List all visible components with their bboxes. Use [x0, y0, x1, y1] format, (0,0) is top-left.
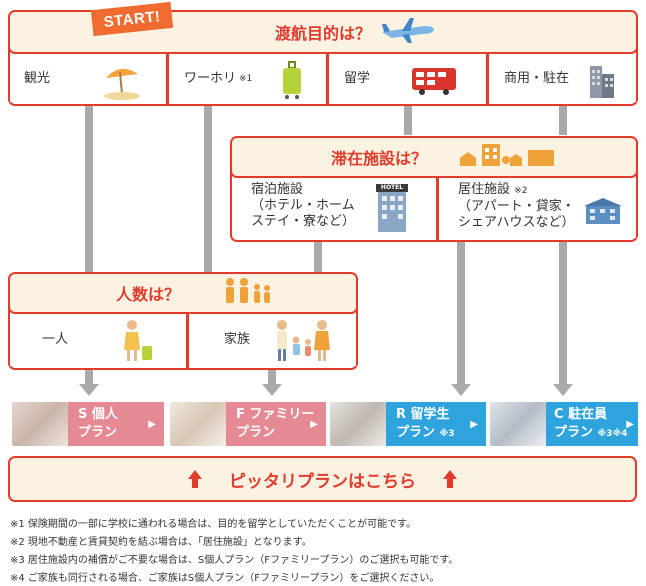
- plan-f-photo: [170, 402, 226, 446]
- airplane-icon: [382, 18, 434, 43]
- plan-f-line2: プラン: [236, 425, 276, 440]
- houses-icon: [460, 144, 554, 166]
- people-title: 人数は？: [115, 285, 180, 304]
- footnote-3: ※3 居住施設内の補償がご不要な場合は、S個人プラン（Fファミリープラン）のご選…: [10, 555, 459, 566]
- option-sightseeing[interactable]: 観光: [10, 56, 165, 102]
- hotel-line-1: 宿泊施設: [251, 182, 304, 197]
- plan-r-line1: R 留学生: [396, 407, 450, 422]
- residence-note: ※2: [514, 186, 528, 196]
- option-working-holiday-label: ワーホリ: [184, 71, 237, 86]
- plan-c-line1: C 駐在員: [554, 407, 608, 422]
- stay-header: 滞在施設は？: [230, 136, 638, 178]
- option-sightseeing-label: 観光: [24, 71, 51, 86]
- play-arrow-icon: ▶: [626, 419, 634, 430]
- hotel-building-icon: HOTEL: [376, 184, 408, 232]
- suitcase-icon: [283, 61, 301, 99]
- hotel-line-3: ステイ・寮など）: [251, 214, 356, 229]
- residence-line-2: （アパート・貸家・: [458, 199, 575, 214]
- plan-r-line2: プラン: [396, 425, 436, 440]
- plan-f-tag: F ファミリー プラン ▶: [226, 402, 326, 446]
- banner-text: ピッタリプランはこちら: [229, 471, 416, 492]
- option-single[interactable]: 一人: [10, 314, 185, 366]
- residence-line-3: シェアハウスなど）: [458, 215, 575, 230]
- apartment-icon: [584, 198, 622, 224]
- plan-r-note: ※3: [439, 429, 455, 439]
- plan-s-photo: [12, 402, 68, 446]
- footnote-2: ※2 現地不動産と賃貸契約を結ぶ場合は、「居住施設」となります。: [10, 537, 312, 548]
- plan-c-expat[interactable]: C 駐在員 プラン ※3※4 ▶: [490, 402, 638, 446]
- play-arrow-icon: ▶: [148, 419, 156, 430]
- play-arrow-icon: ▶: [470, 419, 478, 430]
- office-building-icon: [590, 66, 614, 98]
- plan-c-tag: C 駐在員 プラン ※3※4 ▶: [546, 402, 638, 446]
- plan-s-line1: S 個人: [78, 407, 118, 422]
- residence-line-1: 居住施設 ※2: [458, 182, 636, 199]
- plan-c-note: ※3※4: [597, 429, 628, 439]
- option-study-abroad-label: 留学: [344, 71, 371, 86]
- option-working-holiday[interactable]: ワーホリ ※1: [170, 56, 325, 102]
- family-icon: [277, 320, 330, 361]
- plan-r-photo: [330, 402, 386, 446]
- beach-umbrella-icon: [104, 68, 140, 100]
- plan-r-student[interactable]: R 留学生 プラン ※3 ▶: [330, 402, 486, 446]
- plan-c-line2: プラン: [554, 425, 594, 440]
- plan-s-line2: プラン: [78, 425, 118, 440]
- footnote-4: ※4 ご家族も同行される場合、ご家族はS個人プラン（Fファミリープラン）をご選択…: [10, 573, 440, 584]
- plan-c-photo: [490, 402, 546, 446]
- working-holiday-note: ※1: [239, 74, 253, 84]
- plan-s-individual[interactable]: S 個人 プラン ▶: [12, 402, 164, 446]
- plan-f-line1: F ファミリー: [236, 407, 315, 422]
- hotel-sign: HOTEL: [376, 184, 408, 192]
- option-family-label: 家族: [224, 332, 251, 347]
- traveler-icon: [124, 320, 152, 361]
- footnote-1: ※1 保険期間の一部に学校に通われる場合は、目的を留学としていただくことが可能で…: [10, 519, 417, 530]
- people-header: 人数は？: [8, 272, 358, 314]
- plan-s-tag: S 個人 プラン ▶: [68, 402, 164, 446]
- perfect-plan-banner[interactable]: ピッタリプランはこちら: [8, 456, 637, 502]
- play-arrow-icon: ▶: [310, 419, 318, 430]
- option-study-abroad[interactable]: 留学: [330, 56, 485, 102]
- purpose-title: 渡航目的は？: [274, 24, 371, 43]
- up-arrow-icon: [188, 470, 202, 488]
- up-arrow-icon: [443, 470, 457, 488]
- stay-title: 滞在施設は？: [330, 149, 427, 168]
- hotel-line-2: （ホテル・ホーム: [251, 198, 355, 213]
- bus-icon: [412, 68, 456, 95]
- plan-r-tag: R 留学生 プラン ※3 ▶: [386, 402, 486, 446]
- option-business-label: 商用・駐在: [504, 71, 570, 86]
- plan-f-family[interactable]: F ファミリー プラン ▶: [170, 402, 326, 446]
- residence-label: 居住施設: [458, 182, 511, 197]
- people-group-icon: [226, 278, 270, 303]
- option-single-label: 一人: [42, 332, 69, 347]
